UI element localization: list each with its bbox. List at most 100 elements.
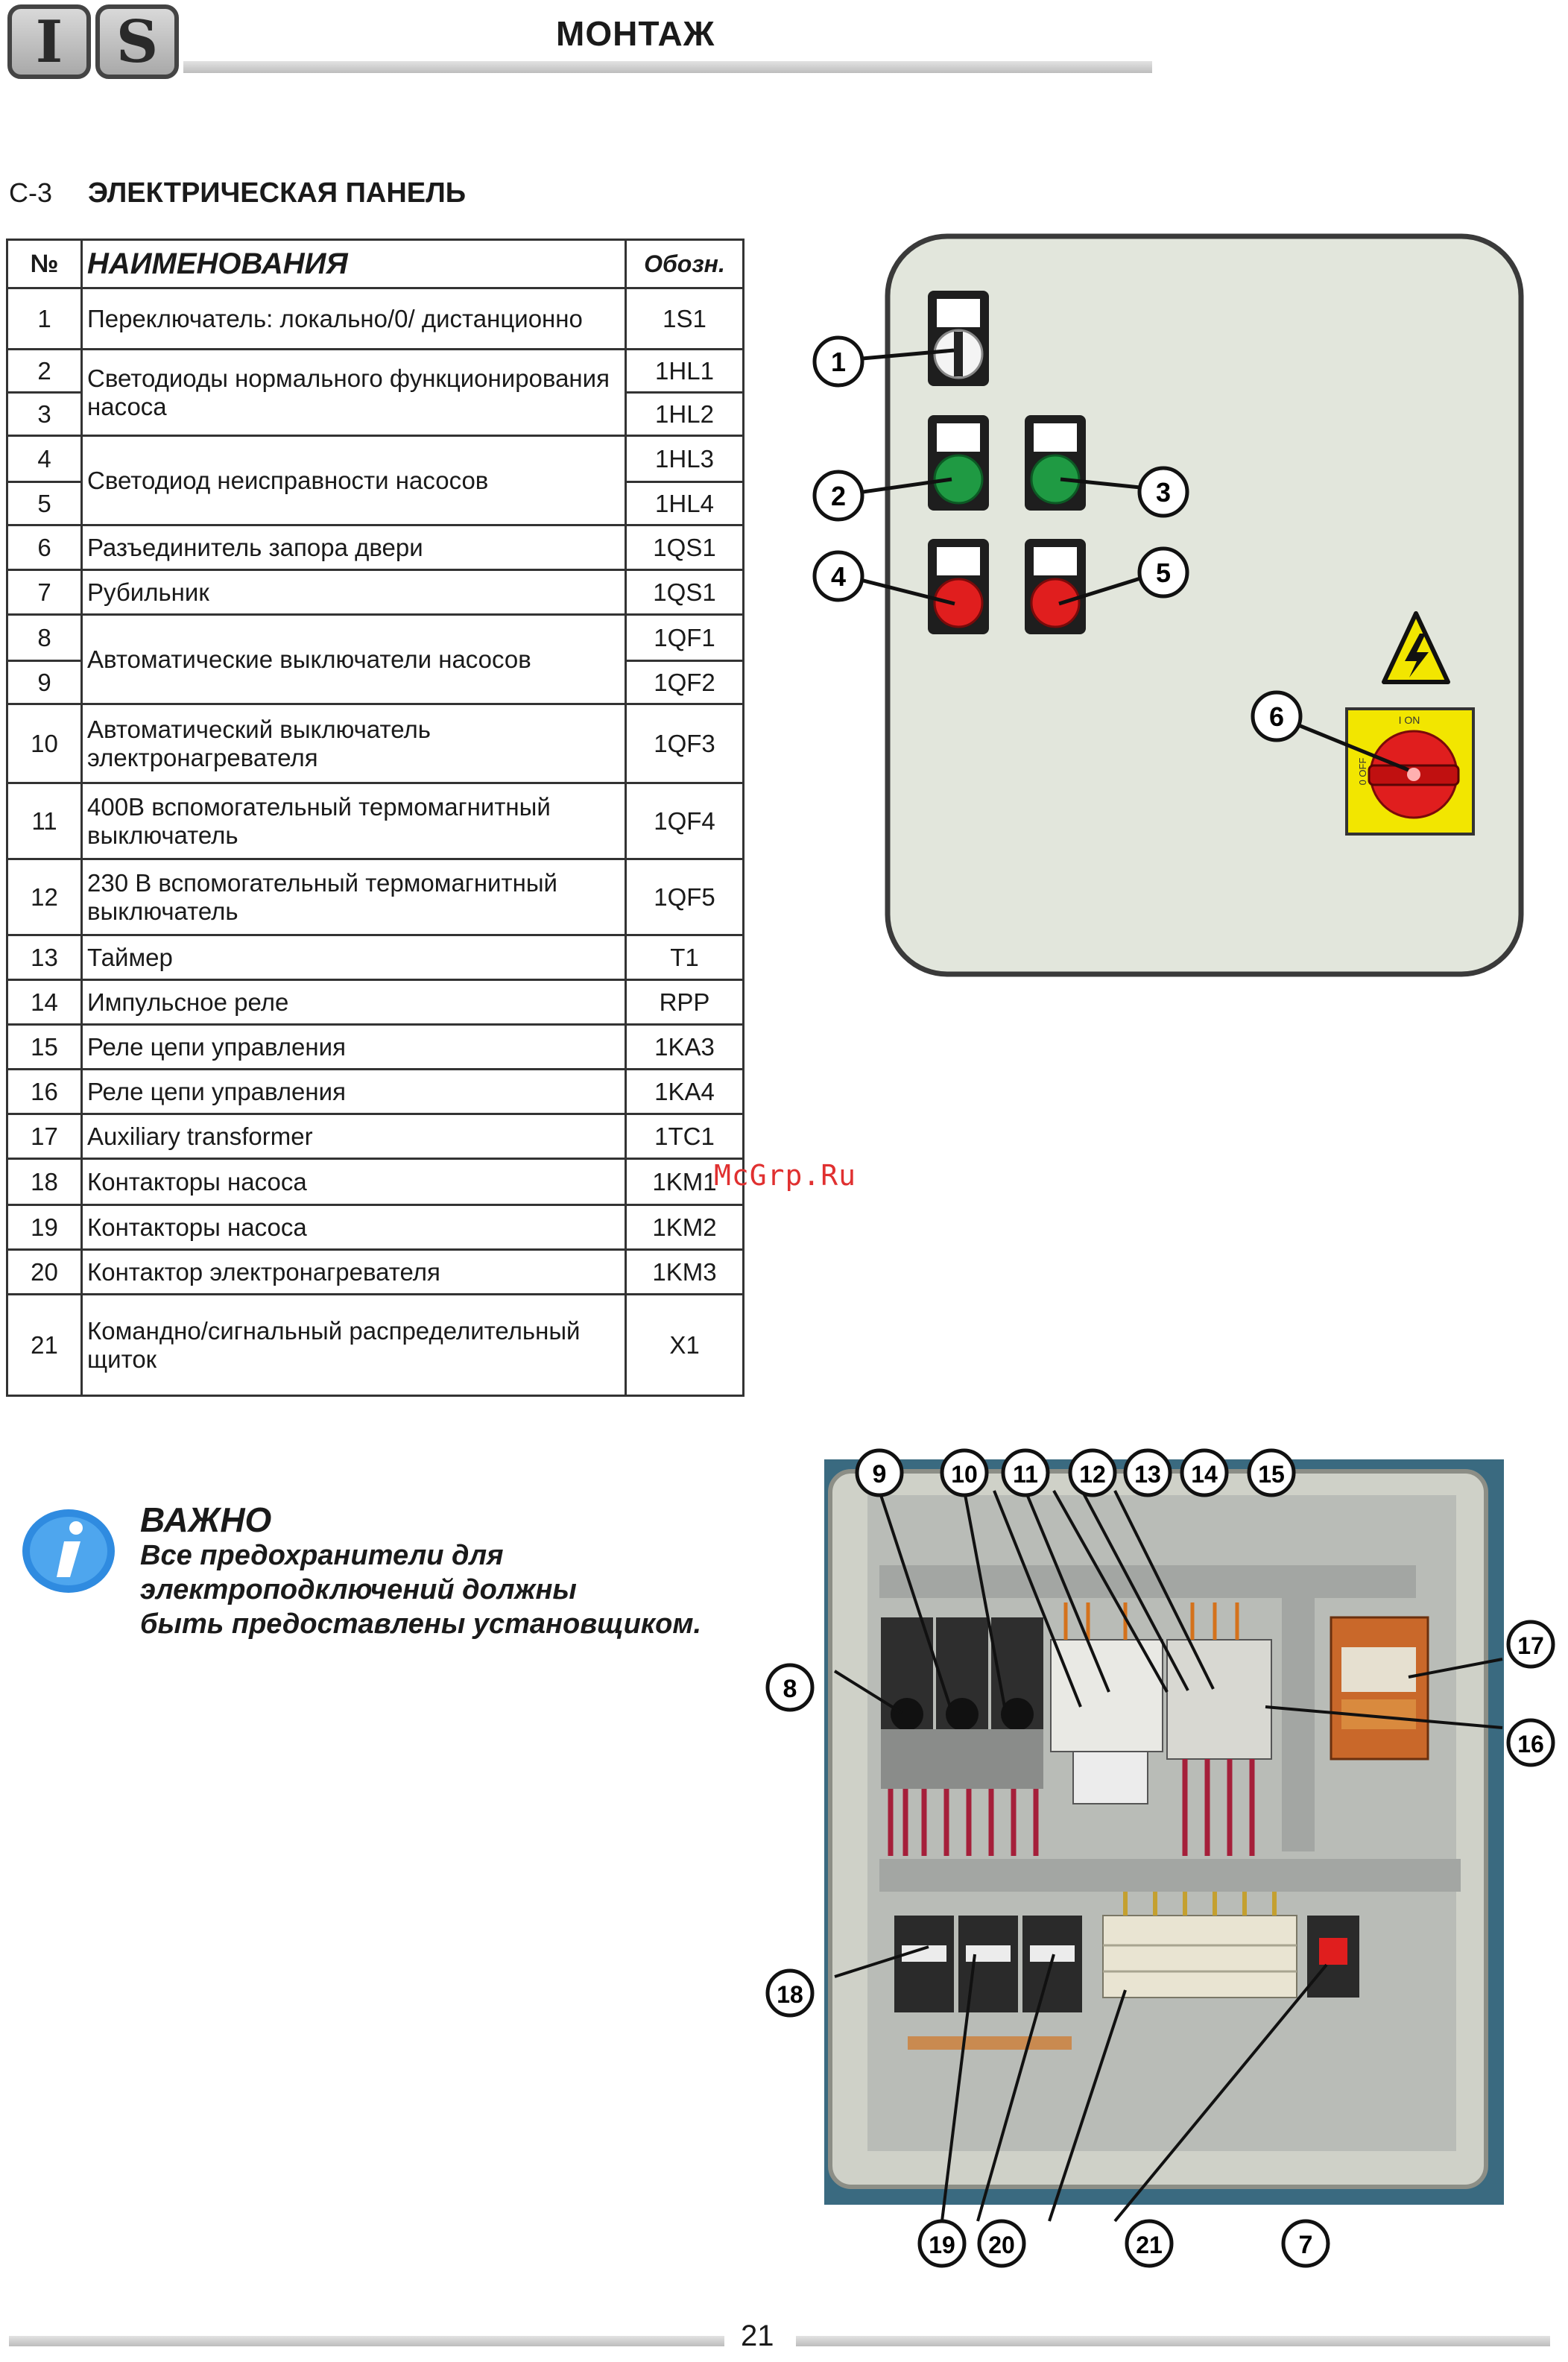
callout-label: 15 — [1258, 1461, 1285, 1488]
row-code: 1HL1 — [625, 348, 745, 394]
callout-label: 11 — [1013, 1461, 1038, 1488]
row-code: 1KA3 — [625, 1023, 745, 1070]
row-num: 10 — [6, 703, 83, 784]
upper-duct — [879, 1565, 1416, 1598]
callout-label: 19 — [929, 2232, 955, 2258]
row-code: 1QF5 — [625, 858, 745, 936]
row-num: 11 — [6, 782, 83, 860]
callout-6: 6 — [1251, 690, 1303, 742]
callout-label: 18 — [777, 1981, 803, 2008]
callout-17: 17 — [1506, 1620, 1555, 1669]
row-num: 14 — [6, 979, 83, 1026]
callout-5: 5 — [1137, 546, 1189, 599]
row-code: 1HL2 — [625, 391, 745, 437]
row-num: 13 — [6, 934, 83, 981]
callout-15: 15 — [1247, 1448, 1296, 1497]
row-num: 6 — [6, 524, 83, 571]
row-code: RPP — [625, 979, 745, 1026]
switch-off-label: 0 OFF — [1357, 758, 1368, 786]
row-code: 1TC1 — [625, 1113, 745, 1160]
callout-label: 2 — [831, 481, 846, 511]
table-row: 8 Автоматические выключатели насосов 1QF… — [6, 613, 745, 705]
row-name: 400В вспомогательный термомагнитный выкл… — [80, 782, 627, 860]
logo-i: I — [7, 4, 91, 79]
table-row: 20 Контактор электронагревателя 1KM3 — [6, 1248, 745, 1295]
row-code: 1QF4 — [625, 782, 745, 860]
row-code: 1HL3 — [625, 435, 745, 483]
table-row: 21 Командно/сигнальный распределительный… — [6, 1293, 745, 1397]
door-callouts: 1 2 3 4 5 6 — [812, 335, 1303, 742]
interior-callouts: 9 10 11 12 13 14 15 8 17 16 18 19 20 21 … — [765, 1448, 1555, 2268]
callout-10: 10 — [940, 1448, 989, 1497]
callout-label: 16 — [1517, 1731, 1544, 1758]
led-red-1 — [928, 539, 989, 634]
selector-switch — [928, 291, 989, 386]
callout-1: 1 — [812, 335, 864, 388]
table-row: 13 Таймер T1 — [6, 934, 745, 981]
row-name: Таймер — [80, 934, 627, 981]
callout-9: 9 — [855, 1448, 904, 1497]
callout-19: 19 — [917, 2219, 967, 2268]
info-icon — [22, 1509, 115, 1593]
row-num: 20 — [6, 1248, 83, 1295]
row-code: 1KA4 — [625, 1068, 745, 1115]
callout-label: 4 — [831, 561, 846, 592]
row-name: Реле цепи управления — [80, 1068, 627, 1115]
row-code: 1KM2 — [625, 1204, 745, 1251]
row-name: Контакторы насоса — [80, 1158, 627, 1206]
footer-rule-left — [9, 2336, 724, 2346]
row-code: 1KM1 — [625, 1158, 745, 1206]
row-name: Автоматический выключатель электронагрев… — [80, 703, 627, 784]
callout-label: 6 — [1269, 701, 1284, 732]
callout-label: 3 — [1156, 477, 1171, 508]
led-green-1 — [928, 415, 989, 511]
callout-3: 3 — [1137, 466, 1189, 518]
row-code: X1 — [625, 1293, 745, 1397]
table-row: 16 Реле цепи управления 1KA4 — [6, 1068, 745, 1115]
door-disconnect-switch: I ON 0 OFF — [1345, 707, 1475, 836]
footer-rule-right — [796, 2336, 1550, 2346]
section-title: ЭЛЕКТРИЧЕСКАЯ ПАНЕЛЬ — [88, 177, 467, 209]
callout-18: 18 — [765, 1968, 815, 2018]
row-code: 1QF2 — [625, 660, 745, 705]
row-num: 17 — [6, 1113, 83, 1160]
callout-8: 8 — [765, 1663, 815, 1712]
callout-label: 20 — [988, 2232, 1015, 2258]
note-line: быть предоставлены установщиком. — [140, 1608, 702, 1640]
breakers-row — [881, 1617, 1272, 1804]
callout-12: 12 — [1068, 1448, 1117, 1497]
table-row: 18 Контакторы насоса 1KM1 — [6, 1158, 745, 1206]
transformer — [1330, 1616, 1429, 1761]
col-header-num: № — [6, 239, 83, 289]
row-name: Светодиоды нормального функционирования … — [80, 348, 627, 437]
row-num: 12 — [6, 858, 83, 936]
row-num: 15 — [6, 1023, 83, 1070]
callout-7: 7 — [1281, 2219, 1330, 2268]
page-number: 21 — [741, 2320, 774, 2352]
section-number: C-3 — [9, 177, 53, 208]
callout-13: 13 — [1123, 1448, 1172, 1497]
callout-label: 7 — [1299, 2231, 1313, 2259]
row-name: Светодиод неисправности насосов — [80, 435, 627, 526]
orange-wires — [1063, 1602, 1239, 1640]
row-num: 8 — [6, 613, 83, 662]
middle-duct — [879, 1859, 1461, 1892]
row-name: Автоматические выключатели насосов — [80, 613, 627, 705]
row-code: T1 — [625, 934, 745, 981]
row-name: 230 В вспомогательный термомагнитный вык… — [80, 858, 627, 936]
row-num: 4 — [6, 435, 83, 483]
page-title: МОНТАЖ — [556, 14, 715, 53]
col-header-name: НАИМЕНОВАНИЯ — [80, 239, 627, 289]
callout-label: 9 — [873, 1460, 887, 1488]
callout-label: 17 — [1517, 1632, 1544, 1659]
logo-s: S — [95, 4, 179, 79]
table-row: 12 230 В вспомогательный термомагнитный … — [6, 858, 745, 936]
table-row: 1 Переключатель: локально/0/ дистанционн… — [6, 287, 745, 350]
header-rule — [183, 61, 1152, 73]
table-row: 7 Рубильник 1QS1 — [6, 569, 745, 616]
callout-2: 2 — [812, 470, 864, 522]
row-name: Импульсное реле — [80, 979, 627, 1026]
callout-label: 1 — [831, 347, 846, 377]
upper-wires — [888, 1759, 1255, 1856]
table-row: 5 1HL4 — [6, 481, 745, 526]
